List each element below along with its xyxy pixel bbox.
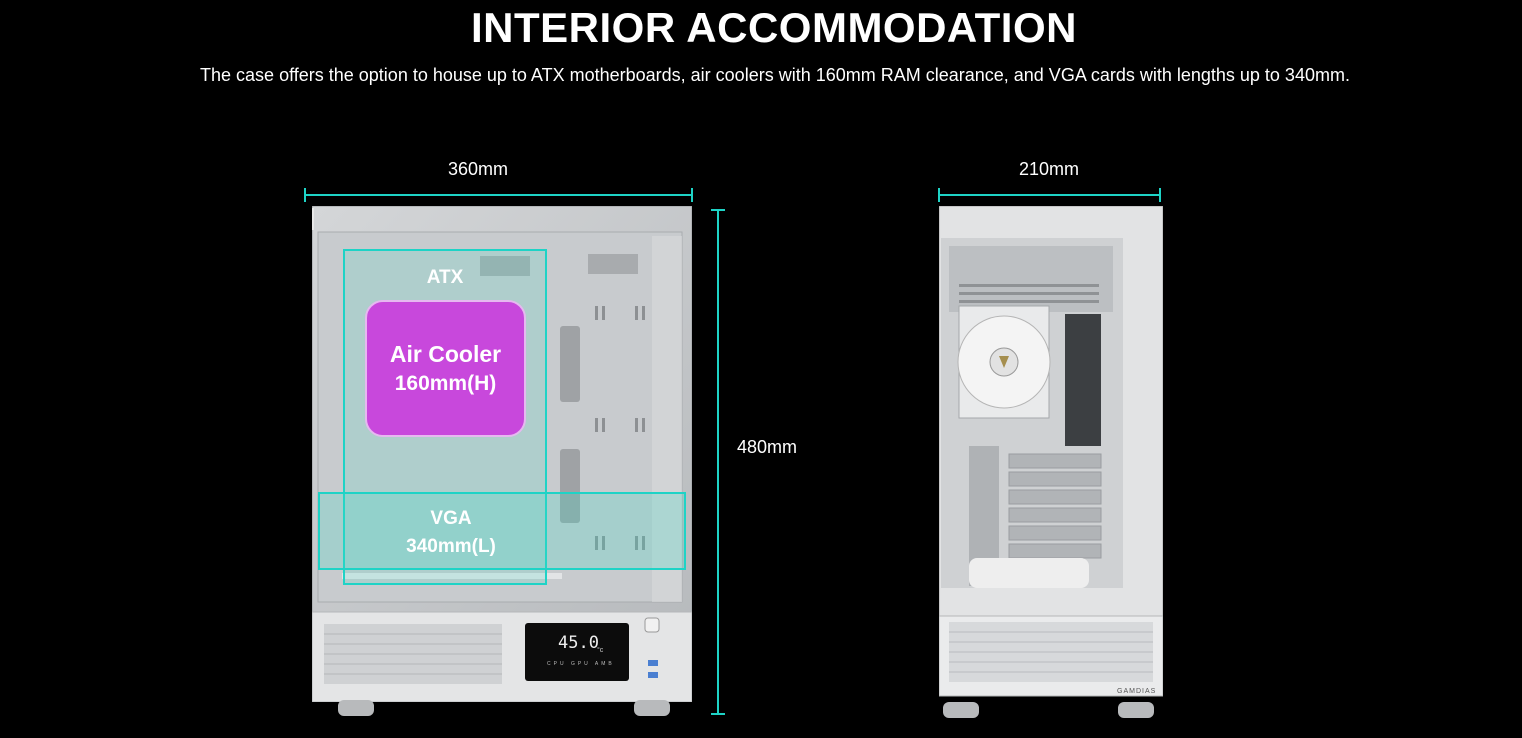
side-foot-left: [338, 700, 374, 716]
side-width-tick-left: [304, 188, 306, 202]
brand-logo: GAMDIAS: [1117, 688, 1157, 695]
front-foot-left: [943, 702, 979, 718]
front-width-line: [938, 194, 1161, 196]
side-foot-right: [634, 700, 670, 716]
air-cooler-overlay: Air Cooler 160mm(H): [365, 300, 526, 437]
air-cooler-label: Air Cooler: [389, 341, 502, 367]
page-subtitle: The case offers the option to house up t…: [200, 65, 1350, 85]
side-height-tick-bottom: [711, 713, 725, 715]
front-foot-right: [1118, 702, 1154, 718]
case-front-view-image: [939, 206, 1163, 697]
temperature-display: 45.0 °c CPU GPU AMB: [525, 623, 629, 681]
temperature-value: 45.0: [558, 633, 599, 653]
front-width-tick-left: [938, 188, 940, 202]
air-cooler-height-label: 160mm(H): [394, 372, 497, 395]
temperature-unit: °c: [597, 647, 604, 654]
atx-label: ATX: [426, 267, 464, 288]
front-width-label: 210mm: [1019, 159, 1080, 179]
front-width-tick-right: [1159, 188, 1161, 202]
side-width-tick-right: [691, 188, 693, 202]
side-height-tick-top: [711, 209, 725, 211]
page-title: INTERIOR ACCOMMODATION: [471, 4, 1077, 51]
vga-label: VGA: [430, 508, 472, 529]
side-width-label: 360mm: [448, 159, 509, 179]
vga-card-overlay: VGA 340mm(L): [318, 492, 686, 570]
temperature-sensor-labels: CPU GPU AMB: [547, 661, 615, 667]
side-width-line: [304, 194, 693, 196]
side-height-line: [717, 209, 719, 714]
side-height-label: 480mm: [737, 437, 798, 457]
vga-length-label: 340mm(L): [406, 536, 496, 557]
